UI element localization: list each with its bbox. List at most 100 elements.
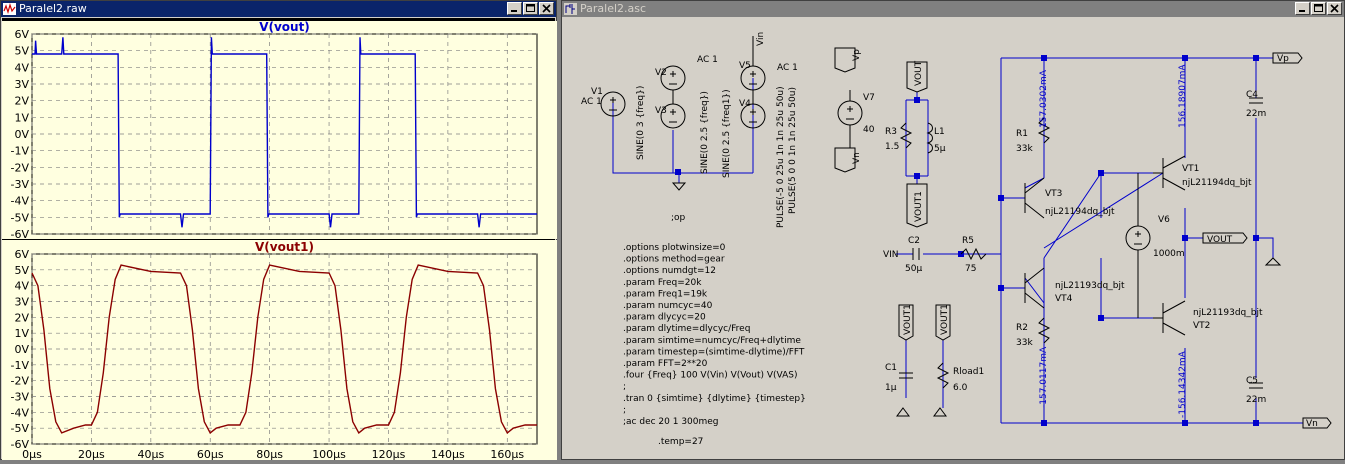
schematic-wires [612,57,1303,424]
spice-directive-line: .options plotwinsize=0 [623,243,726,253]
flag-vp-right: Vp [1277,54,1289,64]
y-tick-label: 6V [14,248,29,261]
y-tick-label: 3V [14,78,29,91]
c5-value: 22m [1246,395,1266,405]
waveform-plots[interactable]: 6V5V4V3V2V1V0V-1V-2V-3V-4V-5V-6VV(vout)6… [2,18,557,461]
r3-value: 1.5 [885,142,899,152]
rload1-value: 6.0 [953,383,968,393]
y-tick-label: 1V [14,327,29,340]
vt3-model: njL21194dq_bjt [1045,207,1115,217]
x-tick-label: 120µs [372,448,406,460]
vt4-model: njL21193dq_bjt [1055,281,1125,291]
v1-name: V1 [591,87,603,97]
y-tick-label: -3V [11,178,30,191]
plot-pane-2[interactable]: 6V5V4V3V2V1V0V-1V-2V-3V-4V-5V-6VV(vout1)… [2,240,557,461]
vt2-name: VT2 [1193,321,1210,331]
schematic-titlebar[interactable]: Paralel2.asc [562,1,1344,17]
v1-spec: SINE(0 3 {freq}) [636,86,646,160]
x-tick-label: 0µs [22,448,42,460]
vt1-model: njL21194dq_bjt [1182,178,1252,188]
trace-name-label[interactable]: V(vout1) [255,240,314,254]
spice-directive-line: .param Freq1=19k [623,289,708,299]
y-tick-label: -4V [11,195,30,208]
flag-vout-right: VOUT [1207,235,1233,245]
v4-spec: PULSE(5 0 0 1n 1n 25u 50u) [788,87,798,214]
spice-directive-line: .param numcyc=40 [623,301,713,311]
waveform-titlebar[interactable]: Paralel2.raw [1,1,556,17]
y-tick-label: -3V [11,391,30,404]
schematic-drawing[interactable]: V1 AC 1 SINE(0 3 {freq}) V2 AC 1 SINE(0 … [563,18,1345,460]
maximize-button[interactable] [523,2,538,15]
c4-value: 22m [1246,109,1266,119]
v5-ac: AC 1 [777,63,798,73]
x-tick-label: 40µs [137,448,164,460]
y-tick-label: 5V [14,45,29,58]
y-tick-label: -5V [11,422,30,435]
flag-vn-right: Vn [1306,419,1318,429]
v3-spec: SINE(0 2.5 {freq1}) [722,89,732,178]
minimize-button[interactable] [1295,2,1310,15]
voltage-sources [600,36,1151,318]
y-tick-label: 0V [14,343,29,356]
r5-name: R5 [962,236,974,246]
spice-directive-line: .param dlytime=dlycyc/Freq [623,324,750,334]
spice-directive-line: .tran 0 {simtime} {dlytime} {timestep} [623,394,806,404]
close-button[interactable] [1327,2,1342,15]
transistors [1024,155,1186,336]
plot-background [2,21,557,239]
waveform-window-title: Paralel2.raw [19,2,87,15]
y-tick-label: 0V [14,128,29,141]
vt1-name: VT1 [1182,164,1199,174]
trace-name-label[interactable]: V(vout) [259,20,310,34]
schematic-app-icon [564,3,577,15]
flag-vn-left: Vn [852,152,862,164]
y-tick-label: 6V [14,28,29,41]
x-tick-label: 160µs [490,448,524,460]
flag-labels: Vp Vn VOUT VOUT1 VOUT1 VOUT1 VOUT Vp Vn … [852,49,1318,429]
v3-name: V3 [655,106,667,116]
schematic-canvas[interactable]: V1 AC 1 SINE(0 3 {freq}) V2 AC 1 SINE(0 … [563,18,1343,458]
maximize-button[interactable] [1311,2,1326,15]
r1-value: 33k [1016,144,1033,154]
minimize-button[interactable] [507,2,522,15]
y-tick-label: -5V [11,211,30,224]
x-tick-label: 100µs [312,448,346,460]
flag-vout1-c1: VOUT1 [903,304,913,335]
c2-name: C2 [908,236,920,246]
y-tick-label: 5V [14,264,29,277]
v4-name: V4 [739,99,751,109]
passive-parts [899,97,1263,389]
schematic-window-title: Paralel2.asc [580,2,647,15]
y-tick-label: -2V [11,375,30,388]
c4-name: C4 [1246,90,1258,100]
spice-directive-line: .param simtime=numcyc/Freq+dlytime [623,336,801,346]
current-labels: 157.0302mA 156.18907mA -157.0117mA -156.… [1039,64,1188,418]
v5-net: Vin [756,32,766,46]
close-button[interactable] [539,2,554,15]
r1-name: R1 [1016,129,1028,139]
waveform-app-icon [3,3,16,15]
v6-value: 1000m [1153,249,1185,259]
y-tick-label: -6V [11,438,30,451]
r2-name: R2 [1016,323,1028,333]
flag-vp: Vp [852,49,862,61]
spice-directive-line: .param FFT=2**20 [623,359,708,369]
r2-value: 33k [1016,338,1033,348]
x-tick-label: 80µs [256,448,283,460]
spice-directive-line: ;ac dec 20 1 300meg [623,417,719,427]
flag-vin: VIN [883,250,899,260]
schematic-window[interactable]: Paralel2.asc [561,0,1345,460]
v2-ac: AC 1 [697,55,718,65]
c1-value: 1µ [885,383,897,393]
l1-name: L1 [934,127,945,137]
maximize-icon [1314,4,1323,12]
close-icon [1330,4,1339,13]
c2-value: 50µ [905,264,922,274]
y-tick-label: -1V [11,145,30,158]
rload1-name: Rload1 [953,367,984,377]
v2-spec: SINE(0 2.5 {freq}) [700,91,710,174]
v2-name: V2 [655,68,667,78]
